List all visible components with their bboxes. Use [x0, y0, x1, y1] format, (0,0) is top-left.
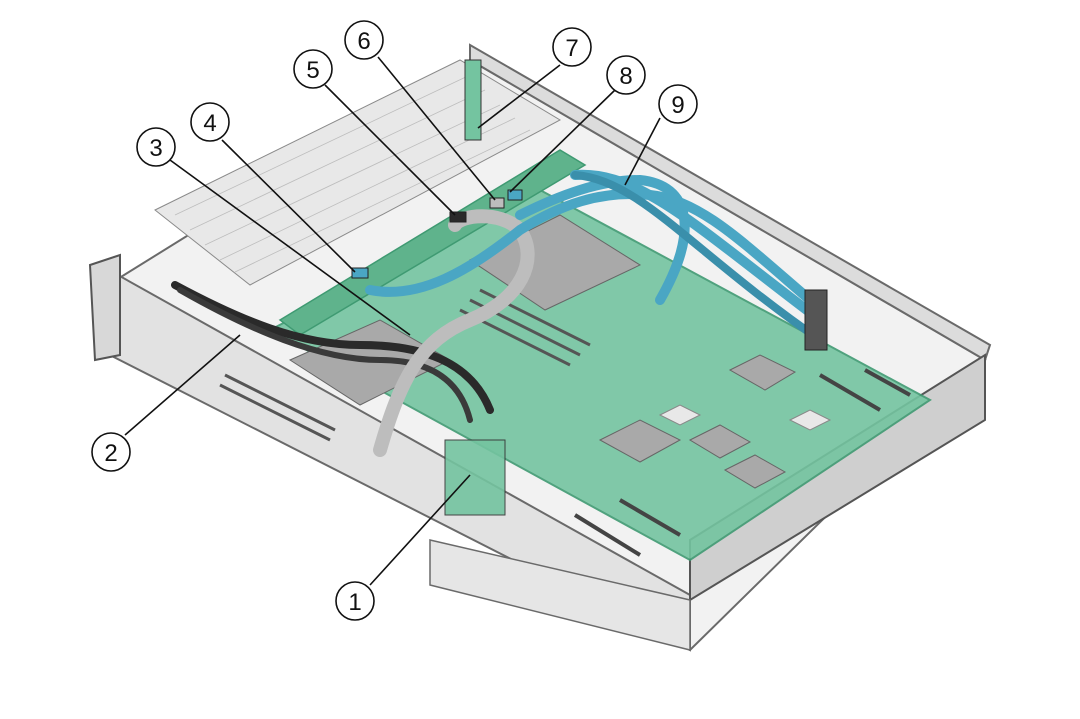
callout-1: 1 — [335, 581, 375, 621]
leader-4 — [221, 139, 356, 273]
leader-3 — [169, 159, 411, 336]
callout-label-8: 8 — [619, 63, 632, 90]
callout-label-6: 6 — [357, 28, 370, 55]
chassis-rear-wall — [469, 43, 992, 362]
callout-label-4: 4 — [203, 110, 216, 137]
callout-8: 8 — [606, 55, 646, 95]
black-cable-bundle-2 — [177, 287, 473, 423]
callout-label-9: 9 — [671, 92, 684, 119]
power-connector-board-1 — [444, 439, 506, 516]
pcie-slots — [573, 368, 911, 557]
chip-2 — [788, 409, 832, 431]
callout-label-5: 5 — [306, 57, 319, 84]
callout-6: 6 — [344, 20, 384, 60]
callout-label-7: 7 — [565, 35, 578, 62]
callouts: 1 2 3 4 5 6 7 8 — [91, 20, 698, 621]
callout-label-1: 1 — [348, 589, 361, 616]
connector-6 — [489, 197, 505, 209]
connector-4 — [351, 267, 369, 279]
blue-cable-a — [365, 189, 815, 305]
leader-8 — [509, 89, 616, 193]
leader-lines — [124, 56, 661, 586]
callout-label-3: 3 — [149, 135, 162, 162]
leader-1 — [369, 474, 471, 586]
connector-8 — [507, 189, 523, 201]
callout-5: 5 — [293, 49, 333, 89]
callout-9: 9 — [658, 84, 698, 124]
callout-4: 4 — [190, 102, 230, 142]
leader-6 — [377, 56, 496, 201]
heatsink-3 — [728, 354, 797, 391]
chips — [658, 404, 832, 431]
sas-connectors-right — [804, 289, 828, 351]
blue-cable-b — [515, 174, 690, 305]
front-bezel — [88, 253, 121, 362]
chassis-front-edge — [429, 539, 691, 651]
connectors — [351, 59, 828, 516]
callout-3: 3 — [136, 127, 176, 167]
heatsink-2 — [688, 424, 752, 459]
cables — [171, 169, 825, 457]
leader-5 — [324, 84, 456, 216]
leader-9 — [624, 117, 661, 186]
heatsink-1 — [598, 419, 682, 463]
blue-cable-d — [571, 171, 824, 344]
callout-2: 2 — [91, 432, 131, 472]
leader-7 — [477, 64, 561, 129]
chip-1 — [658, 404, 702, 426]
connector-5 — [449, 211, 467, 223]
leader-2 — [124, 334, 241, 436]
heatsink-4 — [723, 454, 787, 489]
black-cable-bundle — [171, 281, 494, 414]
interconnect-board-7 — [464, 59, 482, 141]
callout-7: 7 — [552, 27, 592, 67]
gray-ribbon-cable — [373, 209, 535, 457]
callout-label-2: 2 — [104, 440, 117, 467]
